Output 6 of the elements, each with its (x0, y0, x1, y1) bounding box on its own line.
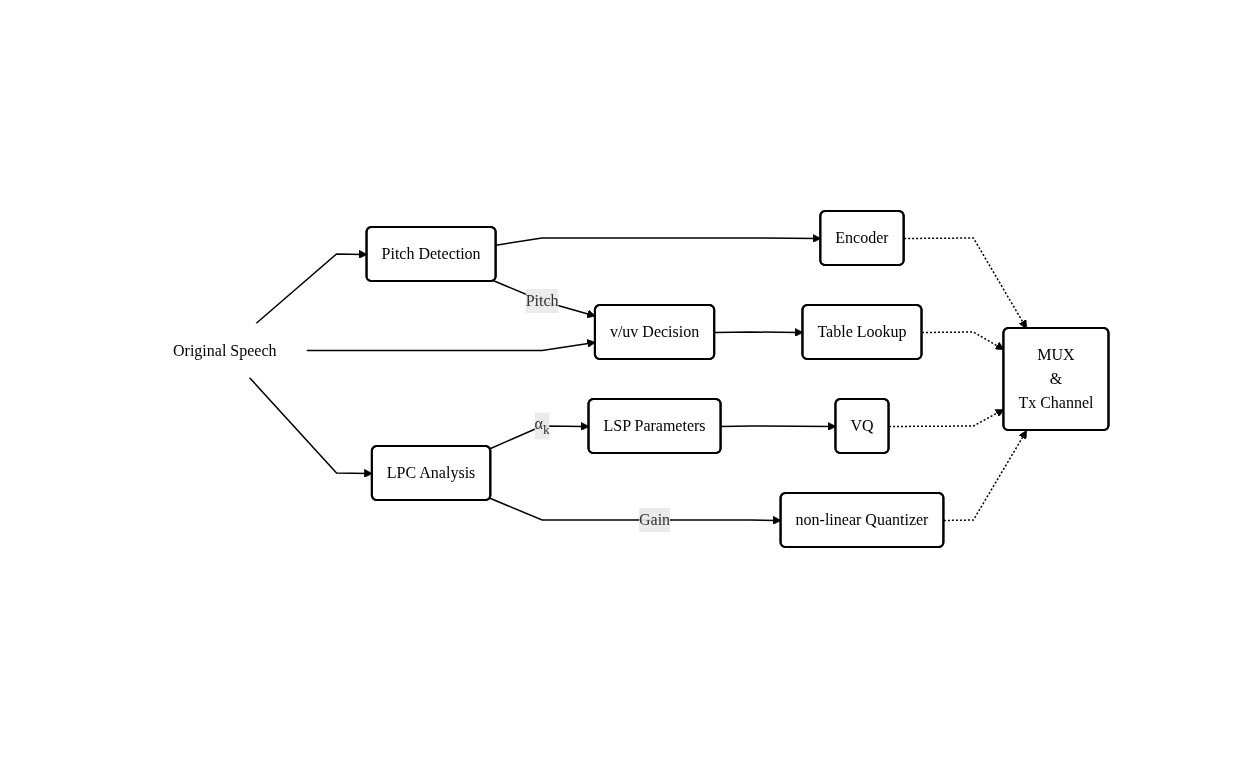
edge-label: Pitch (525, 292, 559, 309)
edge-label: Gain (639, 511, 671, 528)
arrow (903, 237, 1028, 329)
edge-label: α$_{k}$ (534, 415, 550, 437)
arrow (248, 376, 373, 478)
node-text: Original Speech (173, 341, 277, 359)
